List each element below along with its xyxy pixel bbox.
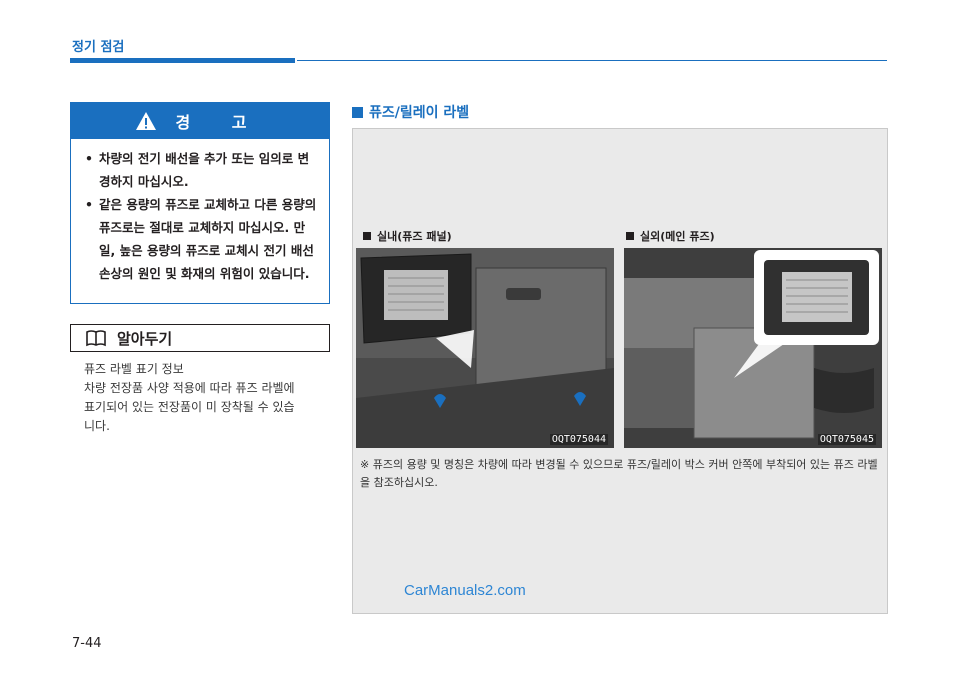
caption-text: 실내(퓨즈 패널) <box>377 230 452 243</box>
note-line: 표기되어 있는 전장품이 미 장착될 수 있습 <box>84 400 295 414</box>
note-body: 퓨즈 라벨 표기 정보 차량 전장품 사양 적용에 따라 퓨즈 라벨에 표기되어… <box>84 360 329 436</box>
figure-caption-interior: 실내(퓨즈 패널) <box>363 228 452 244</box>
warning-item: 같은 용량의 퓨즈로 교체하고 다른 용량의 퓨즈로는 절대로 교체하지 마십시… <box>85 193 319 285</box>
section-title-text: 퓨즈/릴레이 라벨 <box>369 105 470 121</box>
square-bullet-icon <box>626 232 634 240</box>
watermark: CarManuals2.com <box>404 582 526 599</box>
figure-caption-exterior: 실외(메인 퓨즈) <box>626 228 715 244</box>
warning-item: 차량의 전기 배선을 추가 또는 임의로 변경하지 마십시오. <box>85 147 319 193</box>
footnote: ※ 퓨즈의 용량 및 명칭은 차량에 따라 변경될 수 있으므로 퓨즈/릴레이 … <box>352 456 888 492</box>
warning-title: 경 고 <box>175 113 265 132</box>
note-line: 니다. <box>84 419 110 433</box>
exterior-main-fuse-photo: OQT075045 <box>624 248 882 448</box>
square-bullet-icon <box>363 232 371 240</box>
warning-list: 차량의 전기 배선을 추가 또는 임의로 변경하지 마십시오. 같은 용량의 퓨… <box>71 139 329 285</box>
note-title: 알아두기 <box>117 329 173 348</box>
page-number: 7-44 <box>72 636 102 651</box>
warning-box: 경 고 차량의 전기 배선을 추가 또는 임의로 변경하지 마십시오. 같은 용… <box>70 102 330 304</box>
note-line: 차량 전장품 사양 적용에 따라 퓨즈 라벨에 <box>84 381 295 395</box>
square-bullet-icon <box>352 106 363 118</box>
photo-code: OQT075044 <box>549 434 608 445</box>
book-icon <box>86 330 106 347</box>
caption-text: 실외(메인 퓨즈) <box>640 230 715 243</box>
section-title: 퓨즈/릴레이 라벨 <box>352 102 469 122</box>
section-header: 정기 점검 <box>72 40 125 55</box>
note-header: 알아두기 <box>70 324 330 352</box>
header-rule <box>297 60 887 61</box>
warning-header: 경 고 <box>71 103 329 139</box>
photo-code: OQT075045 <box>817 434 876 445</box>
note-line: 퓨즈 라벨 표기 정보 <box>84 362 184 376</box>
interior-fuse-panel-photo: OQT075044 <box>356 248 614 448</box>
warning-triangle-icon <box>136 112 157 130</box>
footnote-text: ※ 퓨즈의 용량 및 명칭은 차량에 따라 변경될 수 있으므로 퓨즈/릴레이 … <box>360 458 878 489</box>
header-bar-accent <box>70 58 295 63</box>
